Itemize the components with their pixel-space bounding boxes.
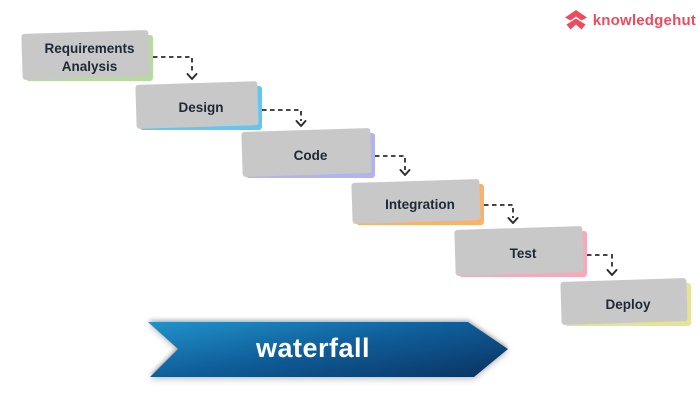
step-label: Test	[509, 246, 537, 262]
step-box-test: Test	[459, 231, 587, 277]
connector-arrow	[262, 109, 307, 127]
step-label: Design	[178, 100, 224, 116]
arrowhead-down-icon	[399, 169, 411, 176]
step-box-deploy: Deploy	[565, 283, 691, 326]
connector-arrow	[375, 155, 411, 176]
step-label: Deploy	[605, 296, 651, 312]
arrowhead-down-icon	[186, 73, 198, 80]
arrowhead-down-icon	[507, 217, 519, 224]
banner-label: waterfall	[255, 333, 371, 363]
step-box-requirements-analysis: Requirements Analysis	[26, 35, 153, 81]
step-label: Code	[293, 147, 328, 163]
step-label: Requirements Analysis	[44, 41, 135, 74]
logo: knowledgehut	[564, 10, 696, 30]
arrowhead-down-icon	[295, 120, 307, 127]
waterfall-ribbon-icon	[148, 322, 508, 377]
step-box-design: Design	[140, 86, 262, 130]
connector-arrow	[587, 254, 618, 276]
waterfall-banner: waterfall	[148, 320, 510, 378]
logo-text: knowledgehut	[592, 11, 696, 29]
step-box-code: Code	[246, 133, 375, 178]
knowledgehut-logo-icon	[564, 10, 587, 30]
connector-arrow	[484, 204, 519, 224]
connector-arrow	[153, 56, 198, 80]
step-box-integration: Integration	[356, 184, 484, 225]
step-label: Integration	[385, 196, 455, 212]
arrowhead-down-icon	[606, 269, 618, 276]
